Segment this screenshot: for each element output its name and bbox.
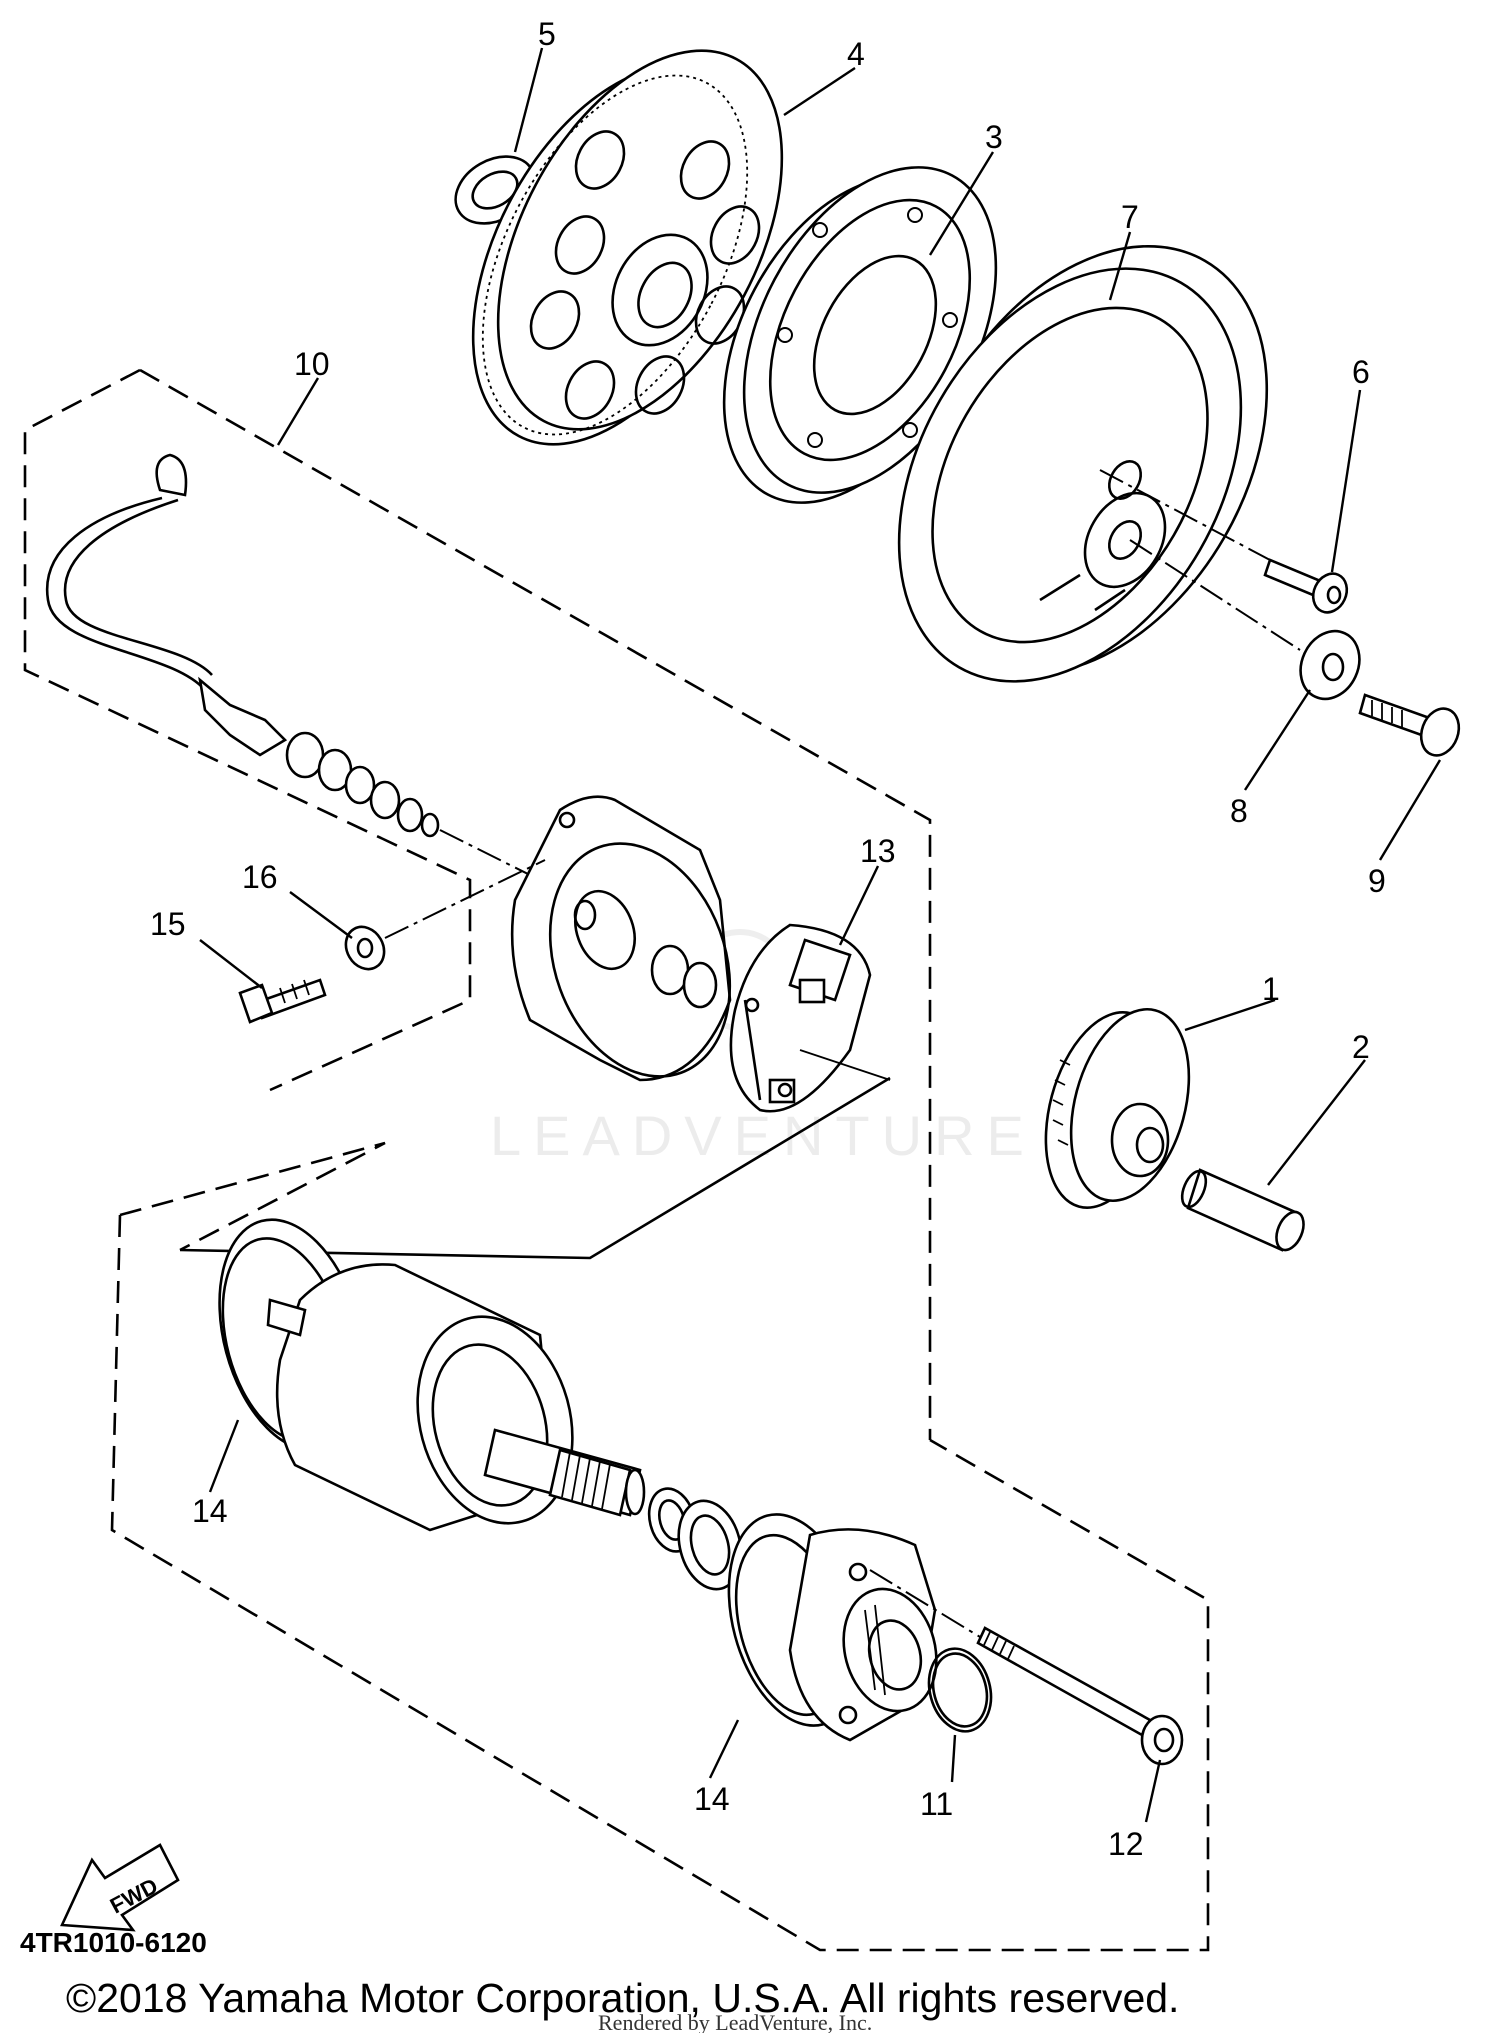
part-10-lead-wire [45,453,440,838]
callout-10: 10 [294,346,330,382]
part-7-rotor [897,244,1269,683]
part-6-bolt [1263,558,1349,614]
copyright-notice: ©2018 Yamaha Motor Corporation, U.S.A. A… [66,1975,1179,2021]
callout-leaders [199,47,1442,1823]
axis-line-12 [869,1569,986,1641]
part-8-washer [1299,629,1361,701]
callout-13: 13 [860,833,896,869]
callout-9: 9 [1368,863,1386,899]
group-outline-starter [110,1141,1210,1952]
callout-14-armature: 14 [192,1493,228,1529]
axis-line-8 [1129,539,1301,651]
axis-line-16 [384,859,546,939]
part-9-bolt [1358,693,1461,757]
part-15-bolt [238,978,327,1024]
part-12-through-bolt [976,1626,1184,1766]
armature-assembly [218,1218,646,1532]
callout-14-cover: 14 [694,1781,730,1817]
callout-16: 16 [242,859,278,895]
part-13-brush-holder [729,923,872,1113]
callout-2: 2 [1352,1029,1370,1065]
group-outline-10 [23,368,932,1440]
part-11-o-ring [927,1647,993,1733]
rendered-by-notice: Rendered by LeadVenture, Inc. [598,2010,872,2033]
callout-1: 1 [1262,971,1280,1007]
part-4-wheel-gear [471,49,784,446]
callout-4: 4 [847,36,865,72]
diagram-code: 4TR1010-6120 [20,1927,207,1958]
callout-6: 6 [1352,354,1370,390]
callout-5: 5 [538,16,556,52]
part-1-idle-gear [1044,1007,1191,1209]
starter-yoke-cover [510,795,732,1082]
callout-numbers: 5 4 3 7 6 8 9 10 13 1 2 14 14 11 12 15 1… [150,16,1386,1862]
callout-12: 12 [1108,1826,1144,1862]
callout-15: 15 [150,906,186,942]
starter-front-cover [727,1513,938,1742]
armature-shaft-washers [647,1487,743,1591]
callout-7: 7 [1121,199,1139,235]
fwd-arrow-icon: FWD [60,1843,180,1932]
watermark: LEADVENTURE [490,1104,1036,1167]
callout-11: 11 [920,1786,953,1822]
part-2-shaft [1180,1168,1305,1252]
callout-8: 8 [1230,793,1248,829]
axis-line-13 [799,1049,891,1081]
callout-3: 3 [985,119,1003,155]
part-16-washer [344,925,386,971]
axis-line-6 [1099,469,1271,561]
